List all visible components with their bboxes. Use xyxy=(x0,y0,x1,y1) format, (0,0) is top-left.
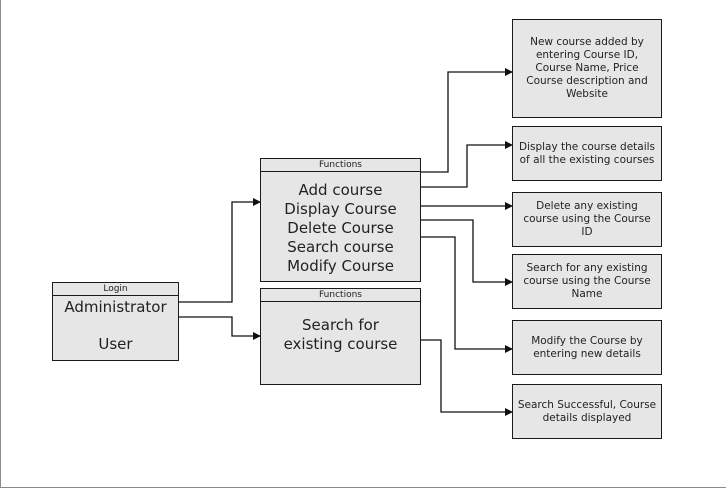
arrow-modify-course xyxy=(421,236,513,353)
result-delete-course: Delete any existing course using the Cou… xyxy=(512,192,662,247)
login-user: User xyxy=(98,335,133,353)
arrow-display-course xyxy=(421,141,513,188)
arrow-user-search xyxy=(421,339,513,416)
function-search-existing: Search for existing course xyxy=(283,316,398,353)
arrow-user-to-functions xyxy=(178,316,261,340)
function-display-course: Display Course xyxy=(284,200,397,218)
admin-functions-box: Functions Add course Display Course Dele… xyxy=(260,158,421,282)
arrow-add-course xyxy=(421,68,513,173)
result-modify-course: Modify the Course by entering new detail… xyxy=(512,320,662,375)
user-functions-box: Functions Search for existing course xyxy=(260,288,421,385)
admin-functions-header: Functions xyxy=(261,159,420,172)
result-search-successful: Search Successful, Course details displa… xyxy=(512,384,662,439)
login-header: Login xyxy=(53,283,178,296)
function-search-course: Search course xyxy=(287,238,394,256)
function-add-course: Add course xyxy=(298,181,383,199)
result-display-course: Display the course details of all the ex… xyxy=(512,126,662,181)
function-delete-course: Delete Course xyxy=(287,219,394,237)
result-new-course: New course added by entering Course ID, … xyxy=(512,19,662,118)
user-functions-header: Functions xyxy=(261,289,420,302)
function-modify-course: Modify Course xyxy=(287,257,394,275)
login-box: Login Administrator User xyxy=(52,282,179,361)
login-administrator: Administrator xyxy=(64,298,167,316)
arrow-search-course xyxy=(421,219,513,286)
arrow-administrator-to-functions xyxy=(178,198,261,303)
result-search-course: Search for any existing course using the… xyxy=(512,254,662,309)
